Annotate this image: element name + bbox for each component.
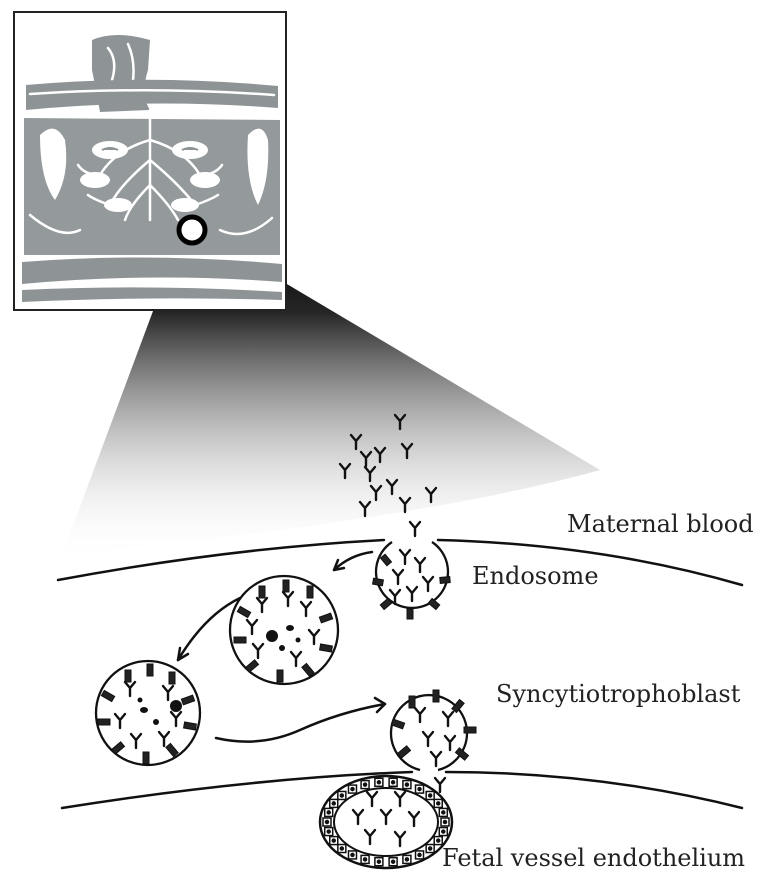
- endothelial-nucleus: [405, 858, 408, 861]
- endothelial-nucleus: [392, 781, 395, 784]
- fetal-vessel: [320, 776, 452, 868]
- endothelial-nucleus: [377, 781, 380, 784]
- forming-endosome: [373, 542, 451, 619]
- endothelial-nucleus: [418, 788, 421, 791]
- endothelial-nucleus: [444, 821, 447, 824]
- endothelial-nucleus: [340, 794, 343, 797]
- endothelial-nucleus: [327, 830, 330, 833]
- endothelial-nucleus: [332, 839, 335, 842]
- endothelial-nucleus: [442, 830, 445, 833]
- label-endosome: Endosome: [472, 562, 599, 590]
- endothelial-nucleus: [437, 839, 440, 842]
- endothelial-nucleus: [340, 847, 343, 850]
- label-maternal-blood: Maternal blood: [567, 510, 754, 538]
- endothelial-nucleus: [326, 821, 329, 824]
- endosome-large: [230, 576, 338, 684]
- endothelial-nucleus: [429, 847, 432, 850]
- label-syncytiotrophoblast: Syncytiotrophoblast: [496, 680, 741, 708]
- endothelial-nucleus: [437, 802, 440, 805]
- endothelial-nucleus: [364, 858, 367, 861]
- label-fetal-vessel-endothelium: Fetal vessel endothelium: [442, 844, 745, 872]
- endothelial-nucleus: [351, 853, 354, 856]
- endosome-left: [96, 661, 200, 765]
- placenta-inset: [14, 12, 286, 310]
- endothelial-nucleus: [429, 794, 432, 797]
- endothelial-nucleus: [377, 860, 380, 863]
- fetal-membrane-right: [446, 772, 742, 808]
- endothelial-nucleus: [364, 783, 367, 786]
- endothelial-nucleus: [332, 802, 335, 805]
- endothelial-nucleus: [418, 853, 421, 856]
- endothelial-nucleus: [442, 811, 445, 814]
- endothelial-nucleus: [392, 860, 395, 863]
- endothelial-nucleus: [327, 811, 330, 814]
- endothelial-nucleus: [351, 788, 354, 791]
- endothelial-nucleus: [405, 783, 408, 786]
